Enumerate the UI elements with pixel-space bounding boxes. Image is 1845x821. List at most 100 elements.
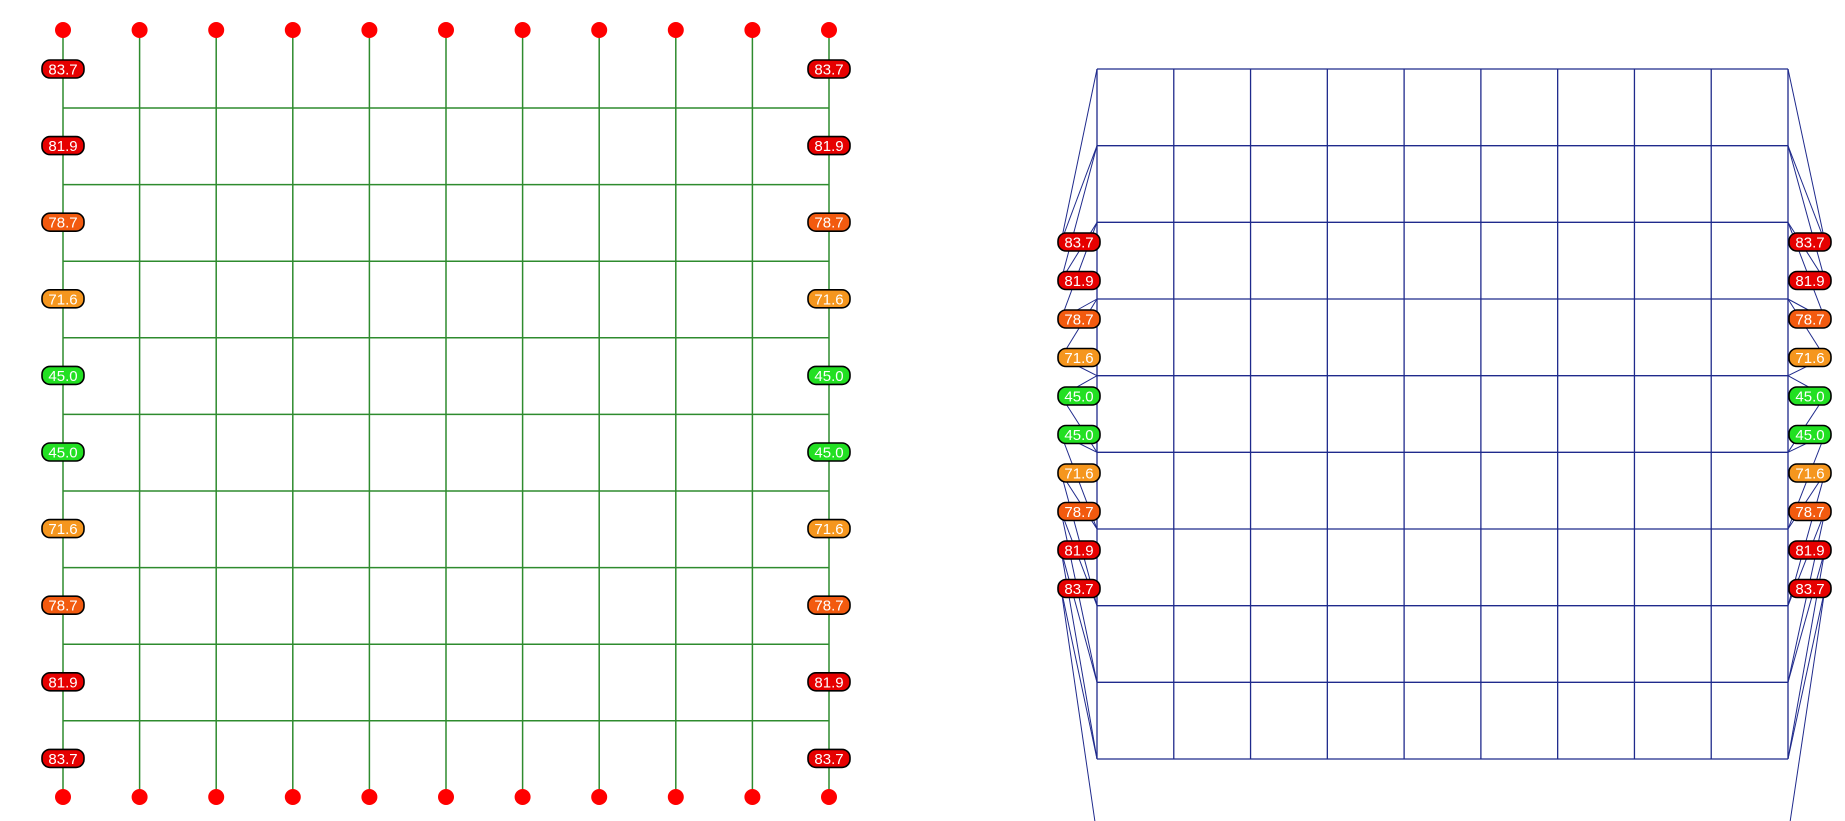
left-link-top-1 [1060,145,1098,281]
left-edge-label-text-l1: 81.9 [48,138,77,155]
bottom-pin-2 [208,789,225,805]
deformed-right-label-r7: 78.7 [1788,501,1832,522]
top-pin-8 [667,22,684,38]
deformed-left-label-text-l0: 83.7 [1064,235,1093,252]
top-pin-3 [284,22,301,38]
right-edge-label-r2: 78.7 [807,212,851,232]
deformed-left-label-l2: 78.7 [1057,309,1101,329]
bottom-pin-6 [514,789,531,805]
bottom-pin-1 [131,789,148,805]
deformed-right-label-bg-r5 [1788,424,1832,445]
deformed-right-label-r6: 71.6 [1788,463,1832,483]
left-edge-label-bg-l9 [41,748,85,769]
top-pin-4 [361,22,378,38]
deformed-left-label-bg-l9 [1057,578,1101,599]
left-pin-markers [55,22,837,805]
left-edge-label-text-l8: 81.9 [48,674,77,691]
right-link-top-9 [1787,588,1826,760]
deformed-left-label-l8: 81.9 [1057,540,1101,560]
deformed-right-label-bg-r2 [1788,309,1832,329]
deformed-left-label-l5: 45.0 [1057,424,1101,445]
right-edge-links [1060,68,1826,821]
deformed-right-label-r9: 83.7 [1788,578,1832,599]
top-pin-5 [438,22,454,38]
deformed-right-label-bg-r6 [1788,463,1832,483]
top-pin-2 [208,22,225,38]
right-edge-label-r8: 81.9 [807,671,851,692]
deformed-right-label-bg-r4 [1788,386,1832,406]
top-pin-10 [821,22,837,38]
right-edge-label-bg-r5 [807,442,851,462]
deformed-right-label-r8: 81.9 [1788,540,1832,560]
right-edge-label-text-r5: 45.0 [814,445,843,462]
right-edge-label-text-r2: 78.7 [814,215,843,232]
left-edge-label-text-l4: 45.0 [48,368,77,385]
deformed-right-label-bg-r1 [1788,270,1832,291]
left-edge-label-text-l7: 78.7 [48,598,77,615]
left-edge-label-bg-l5 [41,442,85,462]
left-edge-label-text-l6: 71.6 [48,521,77,538]
left-edge-label-text-l5: 45.0 [48,445,77,462]
left-edge-label-bg-l4 [41,365,85,386]
right-edge-label-text-r7: 78.7 [814,598,843,615]
left-edge-label-text-l0: 83.7 [48,62,77,79]
left-edge-label-l5: 45.0 [41,442,85,462]
deformed-left-label-l3: 71.6 [1057,347,1101,368]
left-edge-label-bg-l0 [41,59,85,79]
deformed-left-label-l6: 71.6 [1057,463,1101,483]
deformed-left-label-bg-l8 [1057,540,1101,560]
deformed-right-label-r0: 83.7 [1788,232,1832,252]
deformed-right-label-bg-r0 [1788,232,1832,252]
left-edge-label-l3: 71.6 [41,288,85,309]
deformed-left-label-bg-l7 [1057,501,1101,522]
deformed-left-label-l1: 81.9 [1057,270,1101,291]
right-link-top-1 [1787,145,1826,281]
right-edge-label-bg-r2 [807,212,851,232]
deformed-right-label-r2: 78.7 [1788,309,1832,329]
left-link-bottom-9 [1060,588,1096,821]
left-link-bottom-0 [1060,145,1098,243]
right-edge-label-text-r8: 81.9 [814,674,843,691]
right-edge-label-bg-r0 [807,59,851,79]
bottom-pin-9 [744,789,761,805]
deformed-left-label-bg-l3 [1057,347,1101,368]
right-edge-label-bg-r7 [807,595,851,616]
right-edge-label-text-r6: 71.6 [814,521,843,538]
left-edge-label-bg-l1 [41,135,85,156]
right-edge-label-r4: 45.0 [807,365,851,386]
right-edge-label-r0: 83.7 [807,59,851,79]
deformed-left-label-l9: 83.7 [1057,578,1101,599]
deformed-right-label-text-r7: 78.7 [1795,504,1824,521]
left-edge-label-l7: 78.7 [41,595,85,616]
right-grid-lines [1096,68,1789,760]
left-edge-label-l6: 71.6 [41,518,85,539]
right-edge-label-r6: 71.6 [807,518,851,539]
right-edge-label-bg-r8 [807,671,851,692]
right-edge-label-text-r4: 45.0 [814,368,843,385]
right-edge-label-r1: 81.9 [807,135,851,156]
deformed-left-label-l0: 83.7 [1057,232,1101,252]
bottom-pin-5 [438,789,454,805]
right-link-top-0 [1787,68,1826,243]
bottom-pin-4 [361,789,378,805]
left-edge-label-l8: 81.9 [41,671,85,692]
deformed-left-label-text-l4: 45.0 [1064,389,1093,406]
left-edge-label-text-l2: 78.7 [48,215,77,232]
deformed-right-label-r3: 71.6 [1788,347,1832,368]
deformed-left-label-bg-l6 [1057,463,1101,483]
deformed-left-label-bg-l2 [1057,309,1101,329]
deformed-left-label-text-l5: 45.0 [1064,427,1093,444]
top-pin-0 [55,22,71,38]
right-edge-label-r3: 71.6 [807,288,851,309]
right-edge-label-bg-r9 [807,748,851,769]
deformed-right-label-text-r5: 45.0 [1795,427,1824,444]
deformed-right-label-bg-r9 [1788,578,1832,599]
deformed-left-label-text-l9: 83.7 [1064,581,1093,598]
deformed-right-label-text-r9: 83.7 [1795,581,1824,598]
top-pin-1 [131,22,148,38]
left-panel-undeformed-grid: 83.7 83.7 81.9 81.9 78.7 78.7 71.6 71.6 45.0 45.0… [41,22,851,805]
left-link-top-9 [1060,588,1098,760]
right-edge-label-r7: 78.7 [807,595,851,616]
left-edge-label-l4: 45.0 [41,365,85,386]
deformed-right-label-r1: 81.9 [1788,270,1832,291]
